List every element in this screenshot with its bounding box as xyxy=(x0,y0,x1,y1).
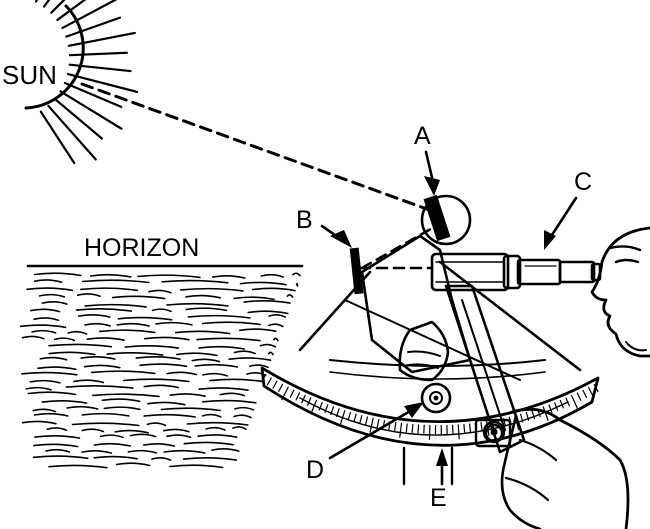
callout-b: B xyxy=(296,206,352,248)
sun-label: SUN xyxy=(2,60,57,90)
observer-icon xyxy=(398,226,650,529)
callout-e: E xyxy=(430,448,448,512)
horizon-label: HORIZON xyxy=(84,234,199,262)
sight-lines xyxy=(80,82,438,270)
sun-icon xyxy=(24,0,139,165)
callout-d-label: D xyxy=(306,456,324,484)
callout-b-label: B xyxy=(296,206,313,234)
telescope xyxy=(430,252,602,292)
sea-waves-icon xyxy=(19,264,304,469)
callout-a-label: A xyxy=(414,122,431,150)
sextant-icon xyxy=(260,194,602,486)
callout-a: A xyxy=(414,122,440,196)
callout-e-label: E xyxy=(430,484,447,512)
callout-d: D xyxy=(306,402,424,484)
callout-c: C xyxy=(544,168,592,250)
callout-c-label: C xyxy=(574,168,592,196)
